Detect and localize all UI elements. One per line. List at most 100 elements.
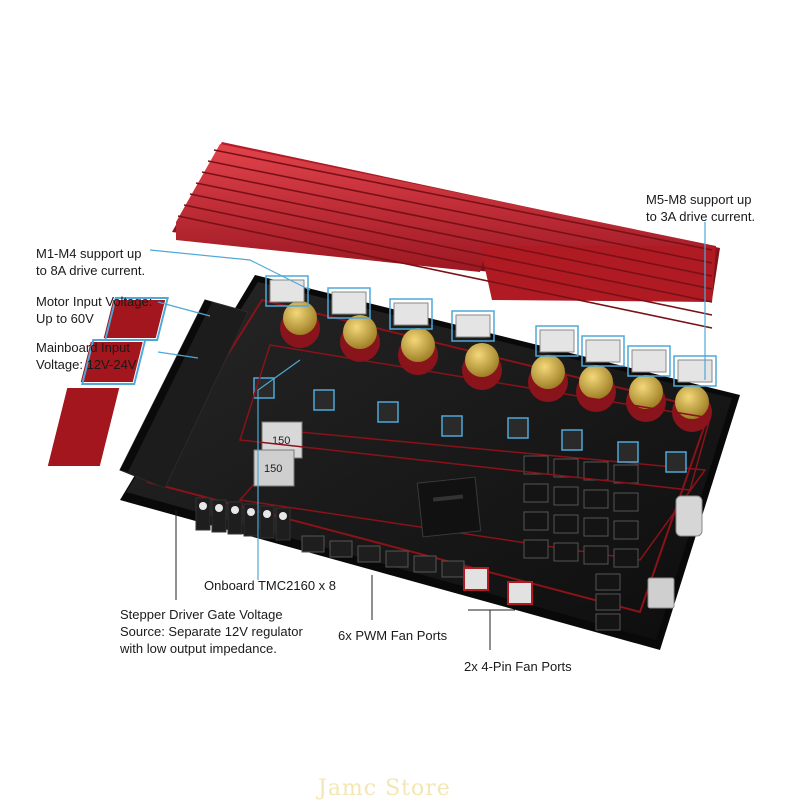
heater-terminals: [195, 497, 291, 541]
four-pin-fan-port: [507, 581, 533, 605]
callout-m1-m4: M1-M4 support up to 8A drive current.: [36, 245, 145, 279]
callout-tmc: Onboard TMC2160 x 8: [204, 577, 336, 594]
header-pin-block: [583, 489, 609, 509]
stepper-driver-chip: [617, 441, 639, 463]
right-header-block: [523, 455, 639, 631]
callout-line: Stepper Driver Gate Voltage: [120, 607, 283, 622]
header-pin-block: [583, 461, 609, 481]
driver-area-outline: [239, 344, 711, 491]
usb-ports: [647, 495, 703, 609]
m1-m4-line: [149, 249, 311, 291]
header-pin-block: [553, 514, 579, 534]
terminal-screw: [215, 504, 223, 512]
pwm-fan-port: [329, 540, 353, 558]
heatsink-fin: [189, 193, 713, 303]
motor-power-port: [103, 300, 166, 338]
callout-lines: [149, 222, 706, 580]
capacitor-row: [280, 301, 712, 432]
capacitor: [465, 343, 499, 377]
fan-port-row: [301, 535, 533, 605]
motor-connector: [677, 359, 713, 383]
four-pin-fans-line: [468, 609, 491, 650]
stepper-driver-chip: [441, 415, 463, 437]
header-pin-block: [553, 458, 579, 478]
header-pin-block: [613, 548, 639, 568]
motor-connector: [539, 329, 575, 353]
terminal-block-face: [120, 300, 212, 472]
callout-mainboard-voltage: Mainboard Input Voltage: 12V-24V: [36, 339, 136, 373]
mainboard-voltage-line: [157, 351, 199, 359]
terminal-screw: [199, 502, 207, 510]
capacitor: [343, 315, 377, 349]
callout-line: to 8A drive current.: [36, 263, 146, 278]
callout-line: Mainboard Input: [36, 340, 130, 355]
callout-line: M5-M8 support up: [646, 192, 752, 207]
header-pin-block: [613, 520, 639, 540]
motor-connector: [455, 314, 491, 338]
capacitor: [629, 375, 663, 409]
motor-connector: [631, 349, 667, 373]
header-pin-block: [583, 545, 609, 565]
stepper-driver-row: [253, 377, 687, 473]
usb-c-port: [675, 495, 703, 537]
header-pin-block: [523, 455, 549, 475]
heatsink-top: [176, 144, 716, 272]
heatsink-fin: [207, 160, 713, 264]
motor-connector: [269, 279, 305, 303]
motor-connector-highlight: [581, 335, 625, 367]
callout-m5-m8: M5-M8 support up to 3A drive current.: [646, 191, 755, 225]
terminal-screw: [231, 506, 239, 514]
header-pin-block: [595, 593, 621, 611]
motor-connector-highlight: [265, 275, 309, 307]
header-pin-block: [553, 486, 579, 506]
callout-line: Voltage: 12V-24V: [36, 357, 137, 372]
capacitor: [531, 355, 565, 389]
capacitor: [283, 301, 317, 335]
header-pin-block: [613, 464, 639, 484]
heatsink-fin: [183, 204, 713, 316]
capacitor: [579, 365, 613, 399]
header-pin-block: [553, 542, 579, 562]
inductor-2: [253, 449, 295, 487]
motor-connector: [393, 302, 429, 326]
heatsink-fin: [177, 215, 713, 329]
callout-lines-dark: [175, 510, 515, 650]
motor-connector-highlight: [535, 325, 579, 357]
header-pin-block: [523, 483, 549, 503]
callout-line: Onboard TMC2160 x 8: [204, 578, 336, 593]
stepper-driver-chip: [665, 451, 687, 473]
header-pin-block: [523, 511, 549, 531]
header-pin-block: [523, 539, 549, 559]
callout-line: M1-M4 support up: [36, 246, 142, 261]
pwm-fan-port: [301, 535, 325, 553]
callout-gate-voltage: Stepper Driver Gate Voltage Source: Sepa…: [120, 606, 303, 657]
callout-four-pin-fans: 2x 4-Pin Fan Ports: [464, 658, 572, 675]
motor-connector-row: [265, 275, 717, 387]
callout-motor-voltage: Motor Input Voltage: Up to 60V: [36, 293, 152, 327]
callout-line: to 3A drive current.: [646, 209, 756, 224]
stepper-driver-chip: [507, 417, 529, 439]
main-power-highlight: [81, 339, 147, 385]
header-pin-block: [595, 573, 621, 591]
terminal-screw: [263, 510, 271, 518]
terminal-screw: [279, 512, 287, 520]
heatsink-fin: [213, 149, 713, 251]
callout-line: Source: Separate 12V regulator: [120, 624, 303, 639]
header-pin-block: [613, 492, 639, 512]
motor-connector: [331, 291, 367, 315]
pwm-fan-port: [357, 545, 381, 563]
bed-power-port: [47, 388, 120, 466]
stepper-driver-chip: [253, 377, 275, 399]
driver-highlight: [239, 344, 711, 491]
pwm-fan-port: [385, 550, 409, 568]
pwm-fan-port: [441, 560, 465, 578]
stepper-driver-chip: [313, 389, 335, 411]
heatsink-fin: [201, 171, 713, 277]
motor-connector: [585, 339, 621, 363]
header-pin-block: [595, 613, 621, 631]
mcu-body: [416, 476, 482, 538]
motor-connector-highlight: [327, 287, 371, 319]
mcu-marking: [432, 494, 464, 502]
callout-line: 2x 4-Pin Fan Ports: [464, 659, 572, 674]
